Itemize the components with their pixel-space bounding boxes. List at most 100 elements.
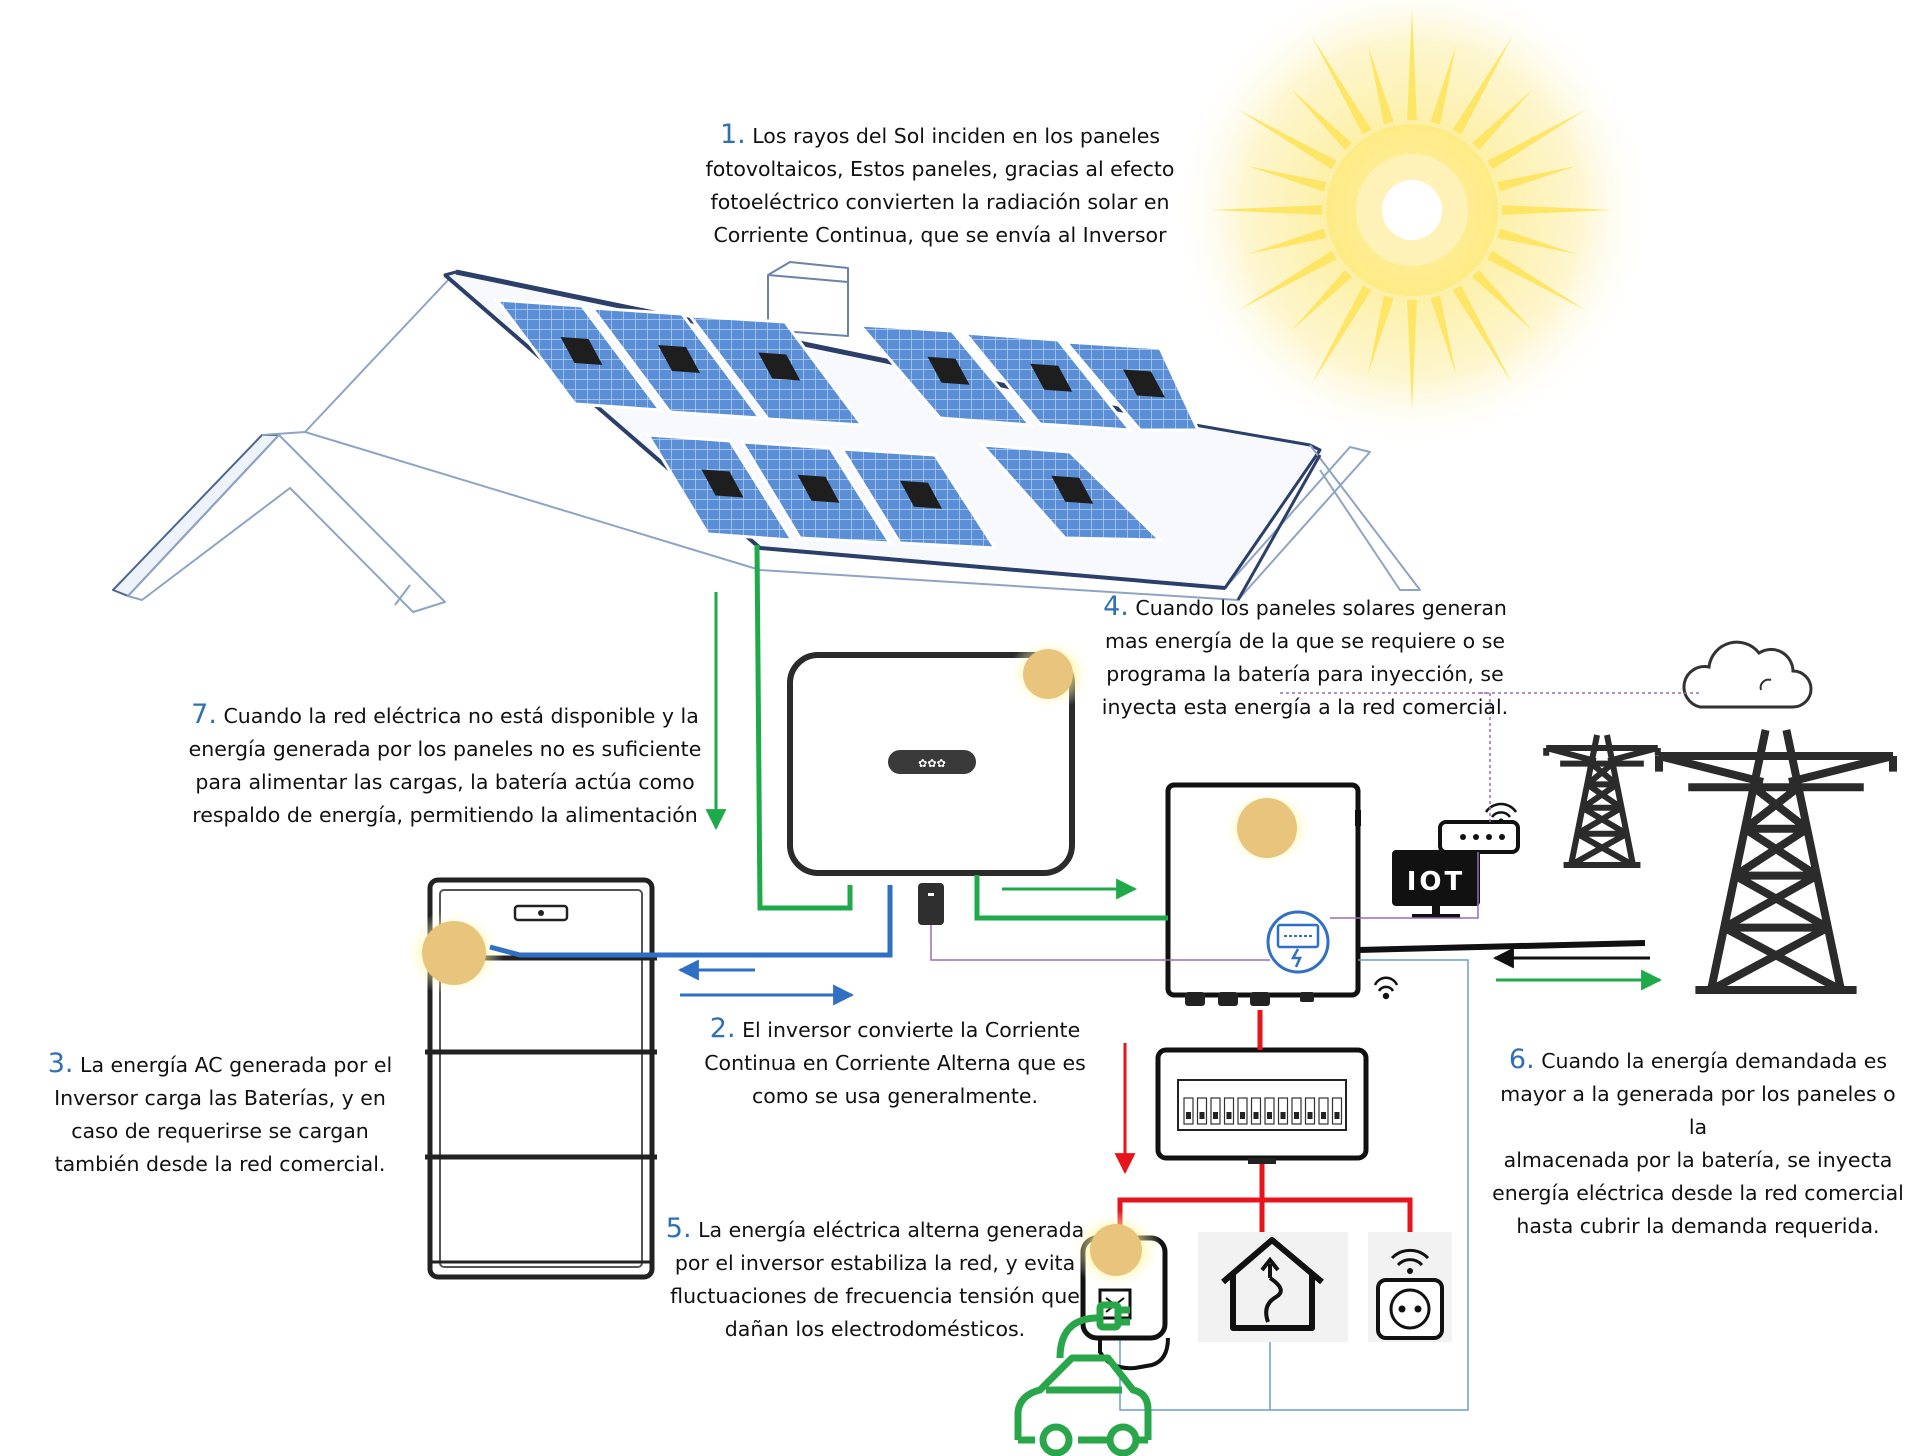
sun-ray xyxy=(1487,110,1586,170)
smart-socket-icon xyxy=(1368,1232,1452,1342)
breaker-switch xyxy=(1267,1112,1272,1119)
annotation-7-text: Cuando la red eléctrica no está disponib… xyxy=(188,704,702,827)
breaker xyxy=(1304,1097,1316,1125)
sun-icon xyxy=(1172,0,1652,450)
panel-junction-box xyxy=(658,345,700,373)
panel-junction-box xyxy=(797,474,840,503)
sun-ray xyxy=(1247,228,1327,254)
breaker-switch xyxy=(1213,1112,1218,1119)
battery-link-lines xyxy=(489,885,893,1006)
panel-junction-box xyxy=(927,356,970,385)
annotation-1-text: Los rayos del Sol inciden en los paneles… xyxy=(705,124,1175,247)
sun-ray xyxy=(1291,89,1352,150)
cloud-icon xyxy=(1682,640,1813,709)
transmission-tower-icon xyxy=(1543,734,1661,868)
breaker xyxy=(1250,1097,1262,1125)
router-icon xyxy=(1438,802,1520,854)
load-data-lines xyxy=(1119,959,1469,1411)
sun-ray xyxy=(1497,166,1577,192)
annotation-7: 7. Cuando la red eléctrica no está dispo… xyxy=(180,698,710,832)
annotation-3: 3. La energía AC generada por el Inverso… xyxy=(30,1047,410,1181)
annotation-5: 5. La energía eléctrica alterna generada… xyxy=(660,1212,1090,1346)
iot-monitor-icon xyxy=(1392,850,1480,918)
annotation-1-number: 1. xyxy=(719,119,746,150)
sun-ray xyxy=(1212,205,1323,215)
panel-junction-box xyxy=(1123,369,1165,398)
annotation-2: 2. El inversor convierte la Corriente Co… xyxy=(690,1012,1100,1113)
breaker xyxy=(1196,1097,1208,1125)
annotation-2-number: 2. xyxy=(709,1013,736,1044)
breaker-switch xyxy=(1280,1112,1286,1119)
distribution-board-icon xyxy=(1155,1047,1369,1164)
solar-panel-array xyxy=(493,298,1201,550)
panel-junction-box xyxy=(560,337,603,365)
breaker xyxy=(1331,1097,1343,1125)
annotation-5-text: La energía eléctrica alterna generada po… xyxy=(670,1218,1085,1341)
sun-ray xyxy=(1291,270,1352,331)
grid-lines xyxy=(1357,940,1650,969)
sun-ray xyxy=(1247,166,1327,192)
annotation-4-number: 4. xyxy=(1103,591,1129,622)
sun-ray xyxy=(1472,270,1533,331)
breaker xyxy=(1277,1097,1289,1125)
breaker-switch xyxy=(1334,1112,1340,1119)
breaker-switch xyxy=(1199,1112,1205,1119)
annotation-6-number: 6. xyxy=(1508,1044,1535,1075)
breaker-switch xyxy=(1226,1112,1232,1119)
inverter-data-line xyxy=(930,925,1270,961)
breaker-switch xyxy=(1294,1112,1299,1119)
breaker xyxy=(1318,1097,1329,1125)
panel-junction-box xyxy=(900,480,942,509)
breaker xyxy=(1183,1097,1194,1125)
sun-ray xyxy=(1312,36,1372,135)
sun-ray xyxy=(1368,295,1394,375)
panel-junction-box xyxy=(701,469,744,498)
sun-ray xyxy=(1452,36,1512,135)
sun-ray xyxy=(1238,250,1337,310)
breaker xyxy=(1264,1097,1275,1125)
panel-junction-box xyxy=(758,352,801,381)
breaker-switch xyxy=(1240,1112,1245,1119)
breaker-switch xyxy=(1307,1112,1313,1119)
annotation-4-text: Cuando los paneles solares generan mas e… xyxy=(1101,596,1509,719)
breaker-switch xyxy=(1186,1112,1191,1119)
sun-ray xyxy=(1487,250,1586,310)
breaker-switch xyxy=(1321,1112,1326,1119)
annotation-4: 4. Cuando los paneles solares generan ma… xyxy=(1090,590,1520,724)
svg-text:✿✿✿: ✿✿✿ xyxy=(918,757,946,770)
smart-meter-icon xyxy=(1266,910,1330,974)
sun-ray xyxy=(1472,89,1533,150)
sun-ray xyxy=(1407,299,1417,410)
sun-ray xyxy=(1430,45,1456,125)
inverter-icon: ✿✿✿ xyxy=(787,652,1075,925)
sun-ray xyxy=(1452,285,1512,384)
annotation-6: 6. Cuando la energía demandada es mayor … xyxy=(1488,1043,1908,1243)
iot-label: IOT xyxy=(1407,867,1466,897)
electric-car-icon xyxy=(1014,1301,1152,1456)
breaker-switch xyxy=(1253,1112,1259,1119)
sun-ray xyxy=(1238,110,1337,170)
panel-junction-box xyxy=(1030,363,1073,392)
dc-flow-lines xyxy=(705,544,1663,991)
breaker xyxy=(1291,1097,1302,1125)
annotation-6-text: Cuando la energía demandada es mayor a l… xyxy=(1492,1049,1904,1238)
annotation-1: 1. Los rayos del Sol inciden en los pane… xyxy=(700,118,1180,252)
sun-ray xyxy=(1501,205,1612,215)
breaker xyxy=(1223,1097,1235,1125)
breaker xyxy=(1210,1097,1221,1125)
router-link-line xyxy=(1330,852,1479,919)
annotation-3-text: La energía AC generada por el Inversor c… xyxy=(54,1053,393,1176)
panel-junction-box xyxy=(1051,475,1094,504)
transmission-tower-icon xyxy=(1655,729,1897,994)
sun-ray xyxy=(1497,228,1577,254)
smart-home-icon xyxy=(1198,1232,1348,1342)
iot-data-line xyxy=(1280,692,1491,822)
breaker xyxy=(1237,1097,1248,1125)
tower-frame xyxy=(1543,734,1661,868)
sun-ray xyxy=(1368,45,1394,125)
sun-ray xyxy=(1430,295,1456,375)
sun-ray xyxy=(1407,10,1417,121)
annotation-5-number: 5. xyxy=(665,1213,692,1244)
